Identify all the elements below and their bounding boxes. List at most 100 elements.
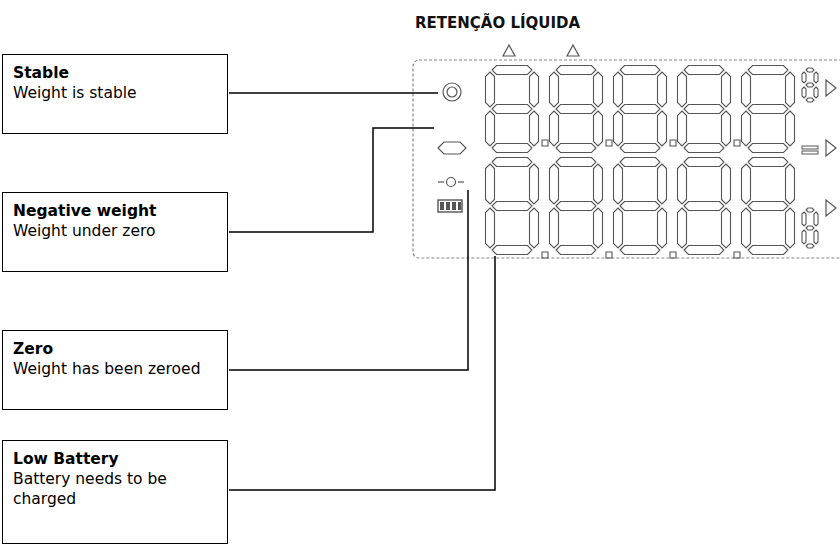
lcd-segment: [786, 164, 795, 204]
callout-heading: Zero: [13, 339, 217, 359]
lcd-segment: [786, 208, 795, 248]
lcd-segment: [684, 158, 724, 167]
lcd-segment: [786, 72, 795, 107]
callout-box: Low BatteryBattery needs to be charged: [2, 440, 228, 544]
lcd-segment: [614, 111, 623, 146]
callout-description: Weight has been zeroed: [13, 359, 217, 379]
lcd-segment: [742, 164, 751, 204]
callout-description: Weight is stable: [13, 83, 217, 103]
lcd-segment: [722, 72, 731, 107]
lcd-segment: [684, 246, 724, 255]
lcd-segment: [678, 208, 687, 248]
lcd-segment: [614, 164, 623, 204]
lcd-segment: [722, 208, 731, 248]
lcd-segment: [492, 202, 532, 211]
lcd-segment: [594, 208, 603, 248]
lcd-dot: [542, 252, 548, 258]
lcd-segment: [492, 105, 532, 114]
leader-line: [229, 92, 438, 94]
lcd-segment: [748, 158, 788, 167]
display-outline: [413, 60, 840, 258]
negative-icon: [438, 142, 466, 154]
leader-line: [229, 190, 468, 370]
lcd-segment: [684, 66, 724, 75]
callout-box: ZeroWeight has been zeroed: [2, 330, 228, 410]
lcd-segment: [486, 164, 495, 204]
leader-line: [229, 128, 434, 232]
lcd-dot: [606, 252, 612, 258]
lcd-segment: [678, 164, 687, 204]
lcd-segment: [678, 72, 687, 107]
lcd-segment: [550, 72, 559, 107]
lcd-segment: [814, 230, 818, 244]
lcd-segment: [594, 164, 603, 204]
lcd-segment: [620, 105, 660, 114]
lcd-segment: [806, 98, 814, 102]
lcd-segment: [802, 230, 806, 244]
lcd-segment: [614, 208, 623, 248]
seven-segment-digits: [486, 66, 819, 259]
lcd-segment: [658, 72, 667, 107]
lcd-segment: [678, 111, 687, 146]
lcd-segment: [748, 105, 788, 114]
lcd-segment: [658, 164, 667, 204]
callout-heading: Low Battery: [13, 449, 217, 469]
lcd-segment: [684, 144, 724, 153]
lcd-segment: [748, 246, 788, 255]
lcd-segment: [620, 144, 660, 153]
lcd-segment: [742, 111, 751, 146]
lcd-segment: [620, 158, 660, 167]
leader-line: [229, 256, 495, 490]
lcd-segment: [486, 72, 495, 107]
lcd-segment: [814, 212, 818, 226]
lcd-segment: [550, 208, 559, 248]
lcd-segment: [556, 202, 596, 211]
lcd-segment: [722, 164, 731, 204]
callout-heading: Stable: [13, 63, 217, 83]
lcd-dot: [734, 252, 740, 258]
lcd-segment: [492, 66, 532, 75]
lcd-segment: [748, 66, 788, 75]
callout-description: Battery needs to be charged: [13, 469, 217, 509]
lcd-segment: [594, 72, 603, 107]
callout-box: StableWeight is stable: [2, 54, 228, 134]
indicator-triangle: [826, 140, 836, 156]
lcd-segment: [742, 208, 751, 248]
lcd-segment: [806, 208, 814, 212]
lcd-dot: [734, 140, 740, 146]
lcd-segment: [556, 144, 596, 153]
indicator-triangle: [826, 80, 836, 96]
lcd-segment: [748, 144, 788, 153]
lcd-segment: [806, 244, 814, 248]
lcd-segment: [556, 66, 596, 75]
callout-heading: Negative weight: [13, 201, 217, 221]
lcd-segment: [614, 72, 623, 107]
lcd-segment: [530, 164, 539, 204]
lcd-segment: [684, 105, 724, 114]
lcd-segment: [806, 83, 814, 87]
zero-icon: [438, 178, 464, 187]
lcd-segment: [492, 144, 532, 153]
lcd-segment: [530, 72, 539, 107]
lcd-segment: [486, 111, 495, 146]
lcd-segment: [620, 202, 660, 211]
lcd-segment: [748, 202, 788, 211]
lcd-segment: [556, 158, 596, 167]
unit-bar: [802, 151, 818, 154]
lcd-segment: [556, 105, 596, 114]
battery-icon: [438, 200, 462, 212]
lcd-segment: [530, 111, 539, 146]
indicator-triangle: [567, 45, 579, 56]
lcd-segment: [742, 72, 751, 107]
indicator-triangle: [826, 200, 836, 216]
lcd-segment: [814, 72, 818, 83]
lcd-segment: [802, 72, 806, 83]
lcd-segment: [658, 208, 667, 248]
lcd-dot: [670, 252, 676, 258]
lcd-segment: [550, 164, 559, 204]
stable-icon: [443, 83, 461, 101]
lcd-segment: [806, 68, 814, 72]
lcd-segment: [492, 246, 532, 255]
lcd-segment: [620, 246, 660, 255]
lcd-segment: [684, 202, 724, 211]
